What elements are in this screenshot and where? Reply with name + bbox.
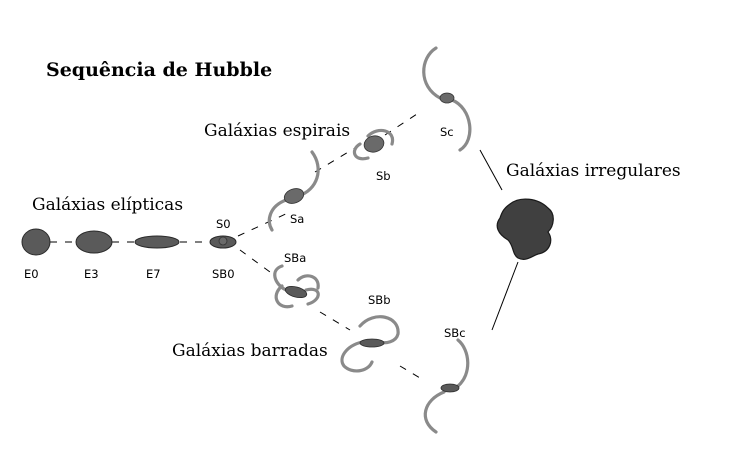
type-label-sbc: SBc	[444, 326, 466, 340]
connector-sba-sbb	[319, 311, 351, 331]
galaxy-s0-core-icon	[218, 236, 228, 246]
type-label-e3: E3	[84, 267, 99, 281]
connector-s0-sba	[239, 249, 271, 273]
galaxy-e0-icon	[21, 228, 51, 256]
connector-sc-irregular	[479, 149, 503, 191]
type-label-sa: Sa	[290, 212, 304, 226]
group-label-barred: Galáxias barradas	[172, 341, 328, 361]
type-label-sc: Sc	[440, 125, 454, 139]
connector-s0-sa	[237, 211, 291, 237]
type-label-sb0: SB0	[212, 267, 235, 281]
connector-sb-sc	[384, 111, 421, 136]
connector-sbb-sbc	[399, 365, 421, 379]
type-label-sbb: SBb	[368, 293, 391, 307]
galaxy-sba-icon	[273, 264, 320, 309]
group-label-irregular: Galáxias irregulares	[506, 161, 681, 181]
type-label-s0: S0	[216, 217, 231, 231]
galaxy-e7-icon	[134, 235, 180, 249]
galaxy-e3-icon	[75, 230, 113, 254]
group-label-elliptical: Galáxias elípticas	[32, 195, 183, 215]
galaxy-sc-icon	[422, 46, 472, 152]
type-label-e7: E7	[146, 267, 161, 281]
elliptical-galaxies	[21, 228, 237, 256]
galaxy-sa-icon	[267, 150, 320, 232]
connector-sbc-irregular	[491, 261, 519, 331]
galaxy-sb-icon	[352, 128, 395, 161]
type-label-sb: Sb	[376, 169, 391, 183]
connector-sa-sb	[314, 147, 356, 173]
type-label-e0: E0	[24, 267, 39, 281]
sequence-connectors	[50, 111, 519, 379]
diagram-title: Sequência de Hubble	[46, 59, 272, 81]
galaxy-sbb-icon	[340, 315, 400, 373]
group-label-spiral: Galáxias espirais	[204, 121, 350, 141]
galaxy-sbc-icon	[423, 338, 470, 434]
type-label-sba: SBa	[284, 251, 306, 265]
galaxy-irregular-icon	[496, 198, 554, 260]
